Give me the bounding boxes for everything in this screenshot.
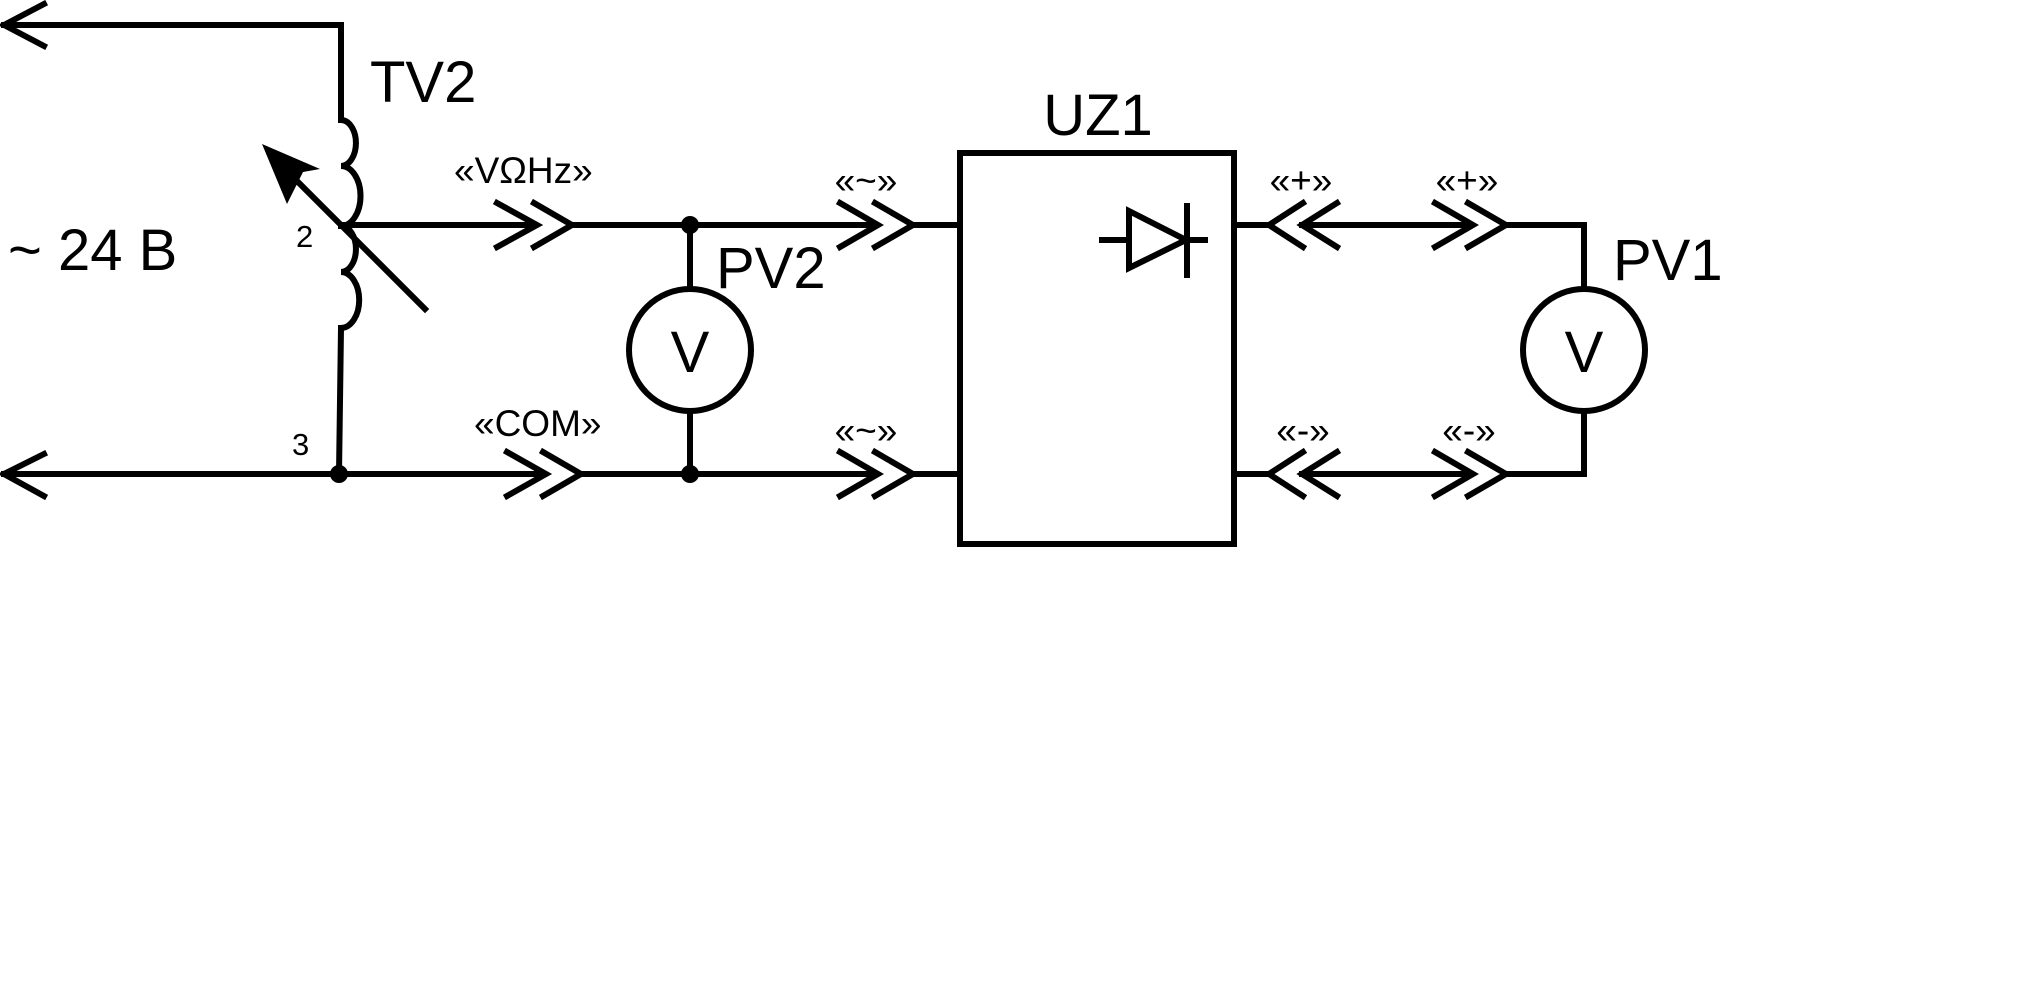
voltmeter-pv1 <box>1520 286 1648 414</box>
upper-line <box>341 198 963 252</box>
dc-output-label-plus: «+» <box>1270 160 1333 201</box>
ac-input-label-bottom: «~» <box>835 410 898 451</box>
rectifier-uz1-box <box>957 150 1237 547</box>
dc-output-label-minus: «-» <box>1276 410 1329 451</box>
tap-label-2: 2 <box>296 219 313 254</box>
voltmeter-pv1-ref: PV1 <box>1613 228 1723 293</box>
source-bottom-wire <box>0 449 342 501</box>
ac-input-label-top: «~» <box>835 160 898 201</box>
variable-tap-arrow <box>262 144 430 314</box>
voltmeter-pv1-minus-label: «-» <box>1442 410 1495 451</box>
transformer-ref-label: TV2 <box>370 50 476 115</box>
rectifier-ref-label: UZ1 <box>1043 83 1153 148</box>
connector-label-com: «COM» <box>474 403 601 444</box>
tap-label-3: 3 <box>292 427 309 462</box>
lower-line <box>336 447 963 501</box>
voltmeter-pv1-plus-label: «+» <box>1436 160 1499 201</box>
transformer-tv2-winding <box>335 116 364 478</box>
source-top-wire <box>0 0 344 123</box>
dc-output-plus-line <box>1231 198 1587 292</box>
voltmeter-pv2-symbol: V <box>671 320 710 385</box>
voltmeter-pv2-ref: PV2 <box>716 236 826 301</box>
dc-output-minus-line <box>1231 408 1587 501</box>
diode-symbol <box>1099 203 1208 278</box>
supply-label: ~ 24 B <box>8 218 177 283</box>
voltmeter-pv1-symbol: V <box>1565 320 1604 385</box>
voltmeter-pv2 <box>626 222 754 477</box>
connector-label-vohz: «VΩHz» <box>454 150 593 191</box>
